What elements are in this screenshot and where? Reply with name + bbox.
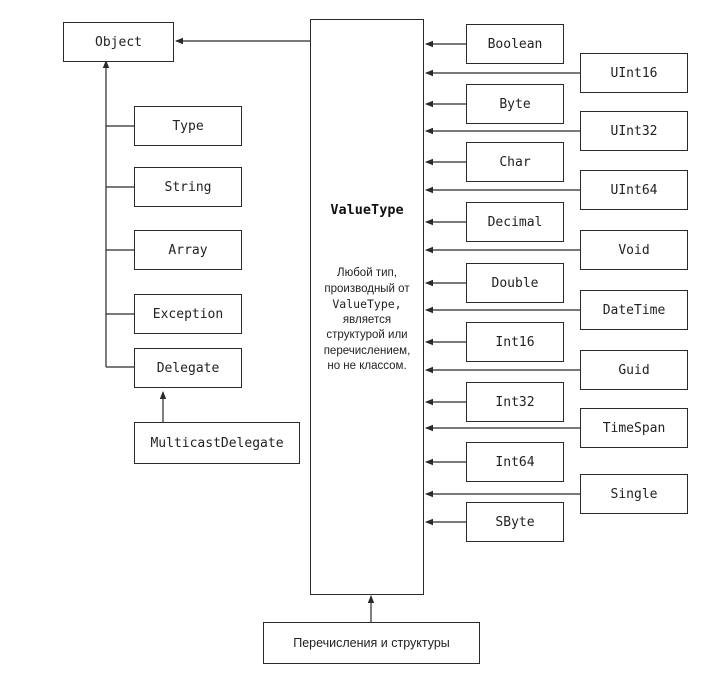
double-box: Double (466, 263, 564, 303)
type-label: Type (172, 118, 204, 134)
array-label: Array (168, 242, 208, 258)
single-box: Single (580, 474, 688, 514)
single-label: Single (610, 486, 658, 502)
timespan-box: TimeSpan (580, 408, 688, 448)
boolean-box: Boolean (466, 24, 564, 64)
valuetype-desc-code: ValueType, (332, 297, 402, 311)
valuetype-desc-line: перечислением, (323, 344, 411, 357)
exception-box: Exception (134, 294, 242, 334)
uint16-box: UInt16 (580, 53, 688, 93)
int32-label: Int32 (495, 394, 535, 410)
type-box: Type (134, 106, 242, 146)
string-label: String (164, 179, 212, 195)
exception-label: Exception (152, 306, 224, 322)
array-box: Array (134, 230, 242, 270)
void-label: Void (618, 242, 650, 258)
object-box: Object (63, 22, 174, 62)
timespan-label: TimeSpan (602, 420, 666, 436)
uint32-box: UInt32 (580, 111, 688, 151)
datetime-box: DateTime (580, 290, 688, 330)
decimal-label: Decimal (487, 214, 543, 230)
object-label: Object (95, 34, 142, 50)
double-label: Double (491, 275, 539, 291)
delegate-box: Delegate (134, 348, 242, 388)
int64-label: Int64 (495, 454, 535, 470)
valuetype-desc-line: но не классом. (327, 360, 407, 372)
valuetype-title: ValueType (330, 202, 404, 218)
multicast-delegate-box: MulticastDelegate (134, 422, 300, 464)
int64-box: Int64 (466, 442, 564, 482)
uint64-box: UInt64 (580, 170, 688, 210)
enums-structs-label: Перечисления и структуры (293, 636, 450, 650)
int32-box: Int32 (466, 382, 564, 422)
sbyte-box: SByte (466, 502, 564, 542)
decimal-box: Decimal (466, 202, 564, 242)
valuetype-desc-line: является (342, 313, 392, 326)
valuetype-desc-line: производный от (324, 282, 410, 295)
byte-box: Byte (466, 84, 564, 124)
valuetype-box: ValueType Любой тип, производный от Valu… (310, 19, 424, 595)
datetime-label: DateTime (602, 302, 666, 318)
byte-label: Byte (499, 96, 531, 112)
valuetype-desc-line: Любой тип, (337, 267, 397, 279)
guid-label: Guid (618, 362, 650, 378)
valuetype-description: Любой тип, производный от ValueType, явл… (313, 266, 421, 375)
right-column-arrows (425, 40, 580, 526)
sbyte-label: SByte (495, 514, 535, 530)
int16-label: Int16 (495, 334, 535, 350)
char-box: Char (466, 142, 564, 182)
guid-box: Guid (580, 350, 688, 390)
string-box: String (134, 167, 242, 207)
delegate-label: Delegate (156, 360, 220, 376)
boolean-label: Boolean (487, 36, 543, 52)
char-label: Char (499, 154, 531, 170)
uint64-label: UInt64 (610, 182, 658, 198)
multicast-delegate-label: MulticastDelegate (150, 435, 284, 451)
void-box: Void (580, 230, 688, 270)
enums-structs-box: Перечисления и структуры (263, 622, 480, 664)
valuetype-desc-line: структурой или (326, 329, 408, 341)
int16-box: Int16 (466, 322, 564, 362)
uint16-label: UInt16 (610, 65, 658, 81)
uint32-label: UInt32 (610, 123, 658, 139)
